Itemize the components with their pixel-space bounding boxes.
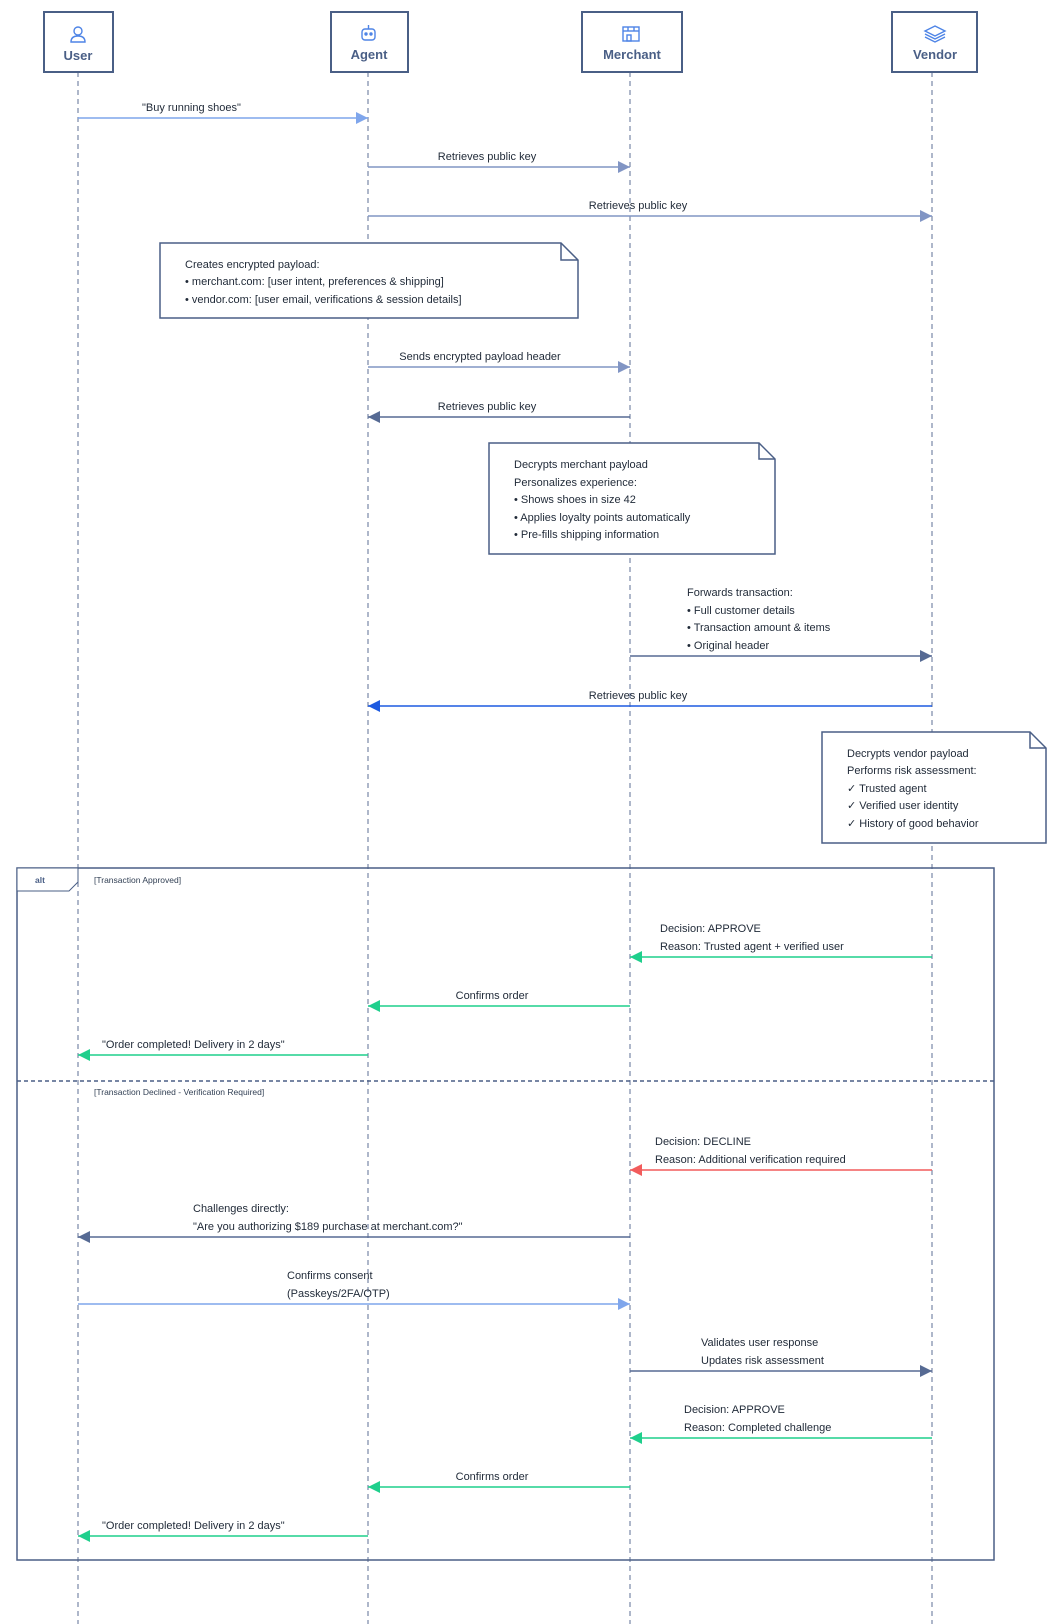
message-label: Retrieves public key [589, 200, 688, 212]
message-label: "Order completed! Delivery in 2 days" [102, 1039, 285, 1051]
message-label: (Passkeys/2FA/OTP) [287, 1288, 390, 1300]
message-challenges-directly: Challenges directly: "Are you authorizin… [78, 1203, 630, 1243]
participant-label: Vendor [913, 47, 957, 62]
message-confirms-order: Confirms order [368, 990, 630, 1012]
message-label: Retrieves public key [438, 151, 537, 163]
message-label: Retrieves public key [438, 401, 537, 413]
message-decision-approve: Decision: APPROVE Reason: Trusted agent … [630, 923, 932, 963]
message-label: • Original header [687, 640, 769, 652]
message-label: Validates user response [701, 1337, 818, 1349]
message-label: "Are you authorizing $189 purchase at me… [193, 1221, 463, 1233]
note-merchant-decrypt: Decrypts merchant payload Personalizes e… [488, 442, 776, 555]
message-label: Confirms consent [287, 1270, 373, 1282]
note-line: ✓ Trusted agent [847, 783, 927, 795]
message-buy-running-shoes: "Buy running shoes" [78, 102, 368, 124]
message-confirms-consent: Confirms consent (Passkeys/2FA/OTP) [78, 1270, 630, 1310]
note-encrypted-payload: Creates encrypted payload: • merchant.co… [159, 242, 579, 319]
message-order-completed: "Order completed! Delivery in 2 days" [78, 1039, 368, 1061]
store-icon [622, 26, 640, 42]
note-line: • vendor.com: [user email, verifications… [185, 294, 462, 306]
message-label: Confirms order [456, 1471, 529, 1483]
message-label: Retrieves public key [589, 690, 688, 702]
lifelines [77, 72, 933, 1624]
note-line: • Pre-fills shipping information [514, 529, 659, 541]
note-line: Personalizes experience: [514, 477, 637, 489]
message-label: Reason: Completed challenge [684, 1422, 831, 1434]
message-vendor-agent-key: Retrieves public key [368, 690, 932, 712]
message-label: Decision: DECLINE [655, 1136, 751, 1148]
message-forwards-transaction: Forwards transaction: • Full customer de… [630, 587, 932, 662]
note-line: ✓ History of good behavior [847, 818, 979, 830]
message-label: Sends encrypted payload header [399, 351, 561, 363]
message-sends-payload-header: Sends encrypted payload header [368, 351, 630, 373]
message-confirms-order-2: Confirms order [368, 1471, 630, 1493]
message-agent-vendor-key: Retrieves public key [368, 200, 932, 222]
message-agent-merchant-key: Retrieves public key [368, 151, 630, 173]
message-decision-decline: Decision: DECLINE Reason: Additional ver… [630, 1136, 932, 1176]
participant-merchant: Merchant [581, 11, 683, 73]
participant-vendor: Vendor [891, 11, 978, 73]
participant-label: Merchant [603, 47, 661, 62]
alt-fragment-tag: alt [35, 875, 45, 885]
message-label: Updates risk assessment [701, 1355, 824, 1367]
participant-agent: Agent [330, 11, 409, 73]
message-label: "Buy running shoes" [142, 102, 241, 114]
alt-condition-declined: [Transaction Declined - Verification Req… [94, 1087, 264, 1097]
message-label: Decision: APPROVE [660, 923, 761, 935]
agent-icon [361, 25, 376, 41]
participant-user: User [43, 11, 114, 73]
message-merchant-agent-key: Retrieves public key [368, 401, 630, 423]
message-label: Reason: Additional verification required [655, 1154, 846, 1166]
note-line: • merchant.com: [user intent, preference… [185, 276, 444, 288]
participant-label: Agent [351, 47, 389, 62]
alt-fragment-tab [16, 867, 79, 892]
message-label: Challenges directly: [193, 1203, 289, 1215]
message-order-completed-2: "Order completed! Delivery in 2 days" [78, 1520, 368, 1542]
message-label: • Transaction amount & items [687, 622, 831, 634]
message-label: Reason: Trusted agent + verified user [660, 941, 844, 953]
message-label: "Order completed! Delivery in 2 days" [102, 1520, 285, 1532]
note-line: Performs risk assessment: [847, 765, 977, 777]
message-label: • Full customer details [687, 605, 795, 617]
note-line: • Applies loyalty points automatically [514, 512, 691, 524]
note-line: Decrypts vendor payload [847, 748, 969, 760]
message-validates-response: Validates user response Updates risk ass… [630, 1337, 932, 1377]
note-line: Creates encrypted payload: [185, 259, 320, 271]
note-line: ✓ Verified user identity [847, 800, 959, 812]
alt-fragment: alt [Transaction Approved] [Transaction … [16, 867, 995, 1561]
note-line: Decrypts merchant payload [514, 459, 648, 471]
user-icon [70, 26, 86, 43]
note-vendor-decrypt: Decrypts vendor payload Performs risk as… [821, 731, 1047, 844]
message-decision-approve-challenge: Decision: APPROVE Reason: Completed chal… [630, 1404, 932, 1444]
message-label: Forwards transaction: [687, 587, 793, 599]
layers-icon [923, 25, 947, 43]
message-label: Decision: APPROVE [684, 1404, 785, 1416]
alt-condition-approved: [Transaction Approved] [94, 875, 181, 885]
message-label: Confirms order [456, 990, 529, 1002]
participant-label: User [64, 48, 93, 63]
note-line: • Shows shoes in size 42 [514, 494, 636, 506]
